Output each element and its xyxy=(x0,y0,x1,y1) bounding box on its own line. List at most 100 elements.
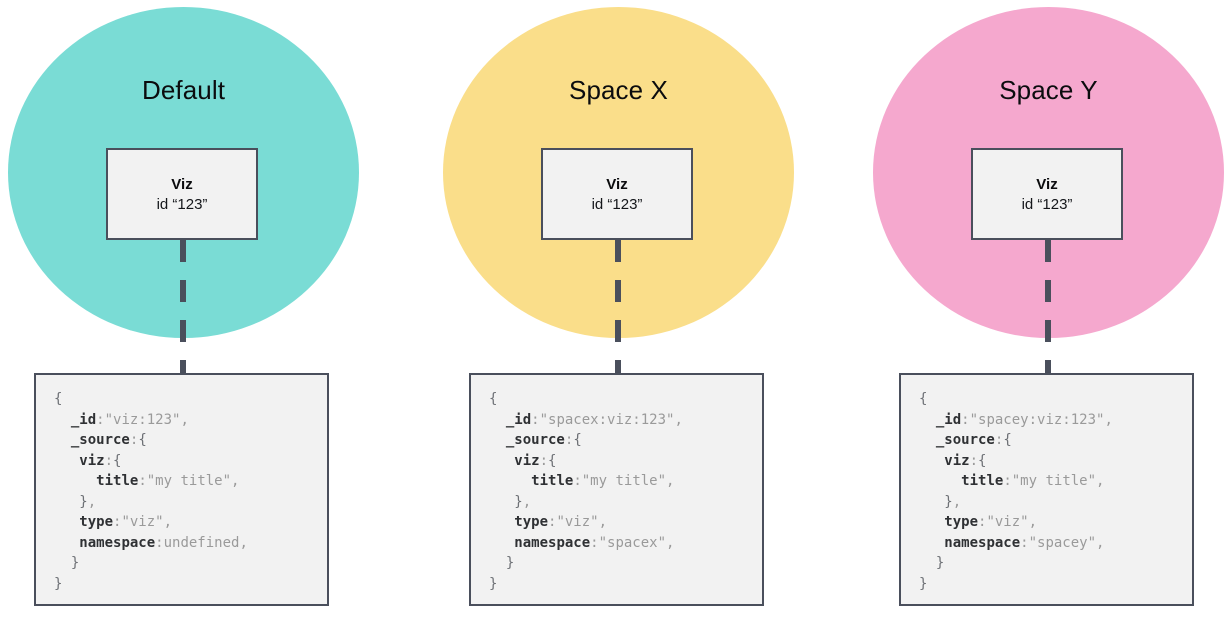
viz-box[interactable]: Viz id “123” xyxy=(971,148,1123,240)
json-line: title:"my title", xyxy=(54,471,327,492)
json-token-p: , xyxy=(163,514,173,530)
json-token-b: } xyxy=(944,493,953,510)
json-token-b: { xyxy=(573,432,582,448)
json-token-v: "spacey:viz:123" xyxy=(969,411,1105,428)
json-line: { xyxy=(489,389,762,410)
json-token-p: , xyxy=(1096,473,1105,489)
json-line: title:"my title", xyxy=(489,471,762,492)
json-line: viz:{ xyxy=(54,451,327,472)
json-token-b: } xyxy=(935,555,945,571)
viz-box-title: Viz xyxy=(606,175,628,193)
json-token-p: : xyxy=(978,514,987,530)
json-line: } xyxy=(489,553,762,574)
json-token-p: , xyxy=(1096,534,1105,551)
space-title: Space Y xyxy=(999,75,1098,105)
json-token-p: : xyxy=(961,411,970,428)
json-token-p xyxy=(919,412,936,428)
json-token-v: "my title" xyxy=(1011,473,1097,489)
json-line: } xyxy=(489,574,762,595)
json-document-panel: { _id:"viz:123", _source:{ viz:{ title:"… xyxy=(34,373,329,606)
json-code: { _id:"spacex:viz:123", _source:{ viz:{ … xyxy=(489,389,762,594)
json-token-v: "viz:123" xyxy=(104,411,181,428)
viz-box-title: Viz xyxy=(171,175,193,193)
json-token-p: , xyxy=(231,473,240,489)
json-token-p xyxy=(54,535,79,551)
json-line: } xyxy=(54,553,327,574)
json-token-p: , xyxy=(952,493,962,510)
json-token-p xyxy=(489,494,514,510)
json-line: _id:"spacey:viz:123", xyxy=(919,410,1192,431)
json-token-p: , xyxy=(87,493,97,510)
json-line: } xyxy=(919,574,1192,595)
json-token-p: : xyxy=(548,514,557,530)
json-token-p: : xyxy=(104,452,114,469)
json-token-p xyxy=(919,514,944,530)
json-token-v: "viz" xyxy=(986,514,1029,530)
json-line: namespace:"spacey", xyxy=(919,533,1192,554)
json-code: { _id:"viz:123", _source:{ viz:{ title:"… xyxy=(54,389,327,594)
json-line: }, xyxy=(54,492,327,513)
json-token-k: viz xyxy=(514,452,540,469)
json-token-k: title xyxy=(96,473,139,489)
json-token-p xyxy=(54,514,79,530)
json-line: type:"viz", xyxy=(489,512,762,533)
json-token-b: { xyxy=(489,391,498,407)
json-line: type:"viz", xyxy=(54,512,327,533)
json-token-p xyxy=(489,432,506,448)
viz-box[interactable]: Viz id “123” xyxy=(106,148,258,240)
json-token-p xyxy=(919,473,961,489)
json-token-p: , xyxy=(666,534,675,551)
json-token-k: _id xyxy=(935,411,962,428)
json-token-k: title xyxy=(531,473,574,489)
viz-box-title: Viz xyxy=(1036,175,1058,193)
json-token-k: namespace xyxy=(79,534,156,551)
json-line: }, xyxy=(919,492,1192,513)
json-line: _id:"spacex:viz:123", xyxy=(489,410,762,431)
json-token-k: type xyxy=(944,514,979,530)
json-token-p xyxy=(54,412,71,428)
json-token-p xyxy=(54,494,79,510)
json-token-k: _source xyxy=(935,432,995,448)
viz-box-id: id “123” xyxy=(1021,195,1073,213)
dashed-connector-line xyxy=(615,240,621,373)
json-token-p xyxy=(54,555,71,571)
json-code: { _id:"spacey:viz:123", _source:{ viz:{ … xyxy=(919,389,1192,594)
json-token-b: { xyxy=(138,432,147,448)
json-token-p: : xyxy=(96,411,105,428)
json-token-p: , xyxy=(522,493,532,510)
json-token-p: : xyxy=(1003,473,1012,489)
json-token-k: namespace xyxy=(944,534,1021,551)
json-token-p: : xyxy=(1020,534,1029,551)
json-line: namespace:"spacex", xyxy=(489,533,762,554)
json-token-k: type xyxy=(79,514,114,530)
json-token-p xyxy=(489,514,514,530)
json-token-k: _source xyxy=(70,432,130,448)
json-line: } xyxy=(919,553,1192,574)
json-line: viz:{ xyxy=(919,451,1192,472)
json-token-p: , xyxy=(239,534,248,551)
json-token-v: "spacex:viz:123" xyxy=(539,411,675,428)
json-token-b: } xyxy=(70,555,80,571)
json-token-p: : xyxy=(539,452,549,469)
json-token-b: } xyxy=(489,575,498,592)
json-token-p xyxy=(489,412,506,428)
json-token-k: _id xyxy=(505,411,532,428)
json-token-v: "viz" xyxy=(121,514,164,530)
json-token-v: "my title" xyxy=(146,473,232,489)
json-token-b: } xyxy=(54,575,63,592)
json-token-p xyxy=(489,473,531,489)
json-token-p xyxy=(54,453,79,469)
json-line: _source:{ xyxy=(919,430,1192,451)
json-document-panel: { _id:"spacey:viz:123", _source:{ viz:{ … xyxy=(899,373,1194,606)
json-token-b: } xyxy=(514,493,523,510)
json-token-k: viz xyxy=(944,452,970,469)
json-token-b: { xyxy=(978,452,987,469)
viz-box-id: id “123” xyxy=(156,195,208,213)
json-token-p xyxy=(919,453,944,469)
space-title: Default xyxy=(141,75,226,105)
json-token-p: : xyxy=(573,473,582,489)
json-token-k: type xyxy=(514,514,549,530)
